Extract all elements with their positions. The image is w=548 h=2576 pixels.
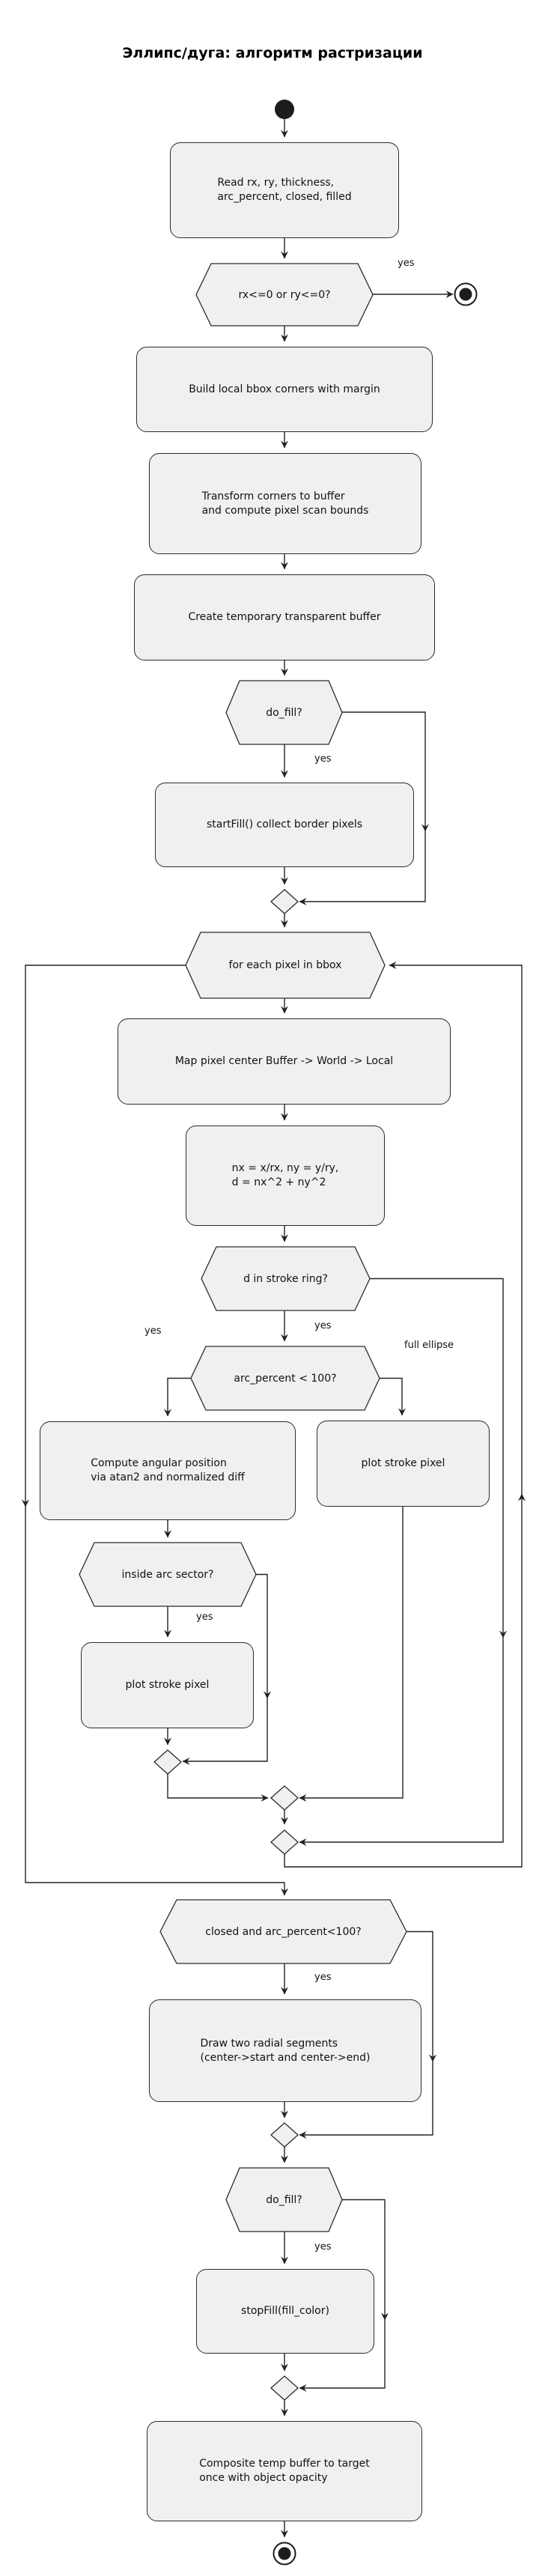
edge-arccheck-fullellipse-to-plot: [380, 1377, 406, 1416]
activity-build-bbox-label: Build local bbox corners with margin: [189, 383, 380, 395]
edge-label-insidearc-yes: yes: [196, 1611, 213, 1623]
decision-do-fill-2: [225, 2167, 343, 2232]
decision-do-fill-1: [225, 680, 343, 745]
decision-inside-arc-label: inside arc sector?: [121, 1568, 214, 1581]
activity-plot-stroke-full-label: plot stroke pixel: [361, 1457, 445, 1469]
decision-radii-check: [195, 263, 374, 326]
decision-inside-arc: [79, 1542, 257, 1607]
edge-insidearc-no-down: [255, 1573, 271, 1699]
activity-plot-stroke-arc: plot stroke pixel: [81, 1642, 254, 1728]
activity-create-buffer-label: Create temporary transparent buffer: [188, 611, 381, 623]
edge-strokering-no-down: [370, 1278, 507, 1638]
edge-dofill1-no-bypass-down: [342, 711, 429, 832]
activity-map-pixel-label: Map pixel center Buffer -> World -> Loca…: [174, 1055, 394, 1067]
merge-diamond-stroke: [270, 1785, 299, 1811]
edge-mergeA-to-merge2: [167, 1774, 269, 1802]
activity-angular-position-label: Compute angular position via atan2 and n…: [91, 1457, 245, 1483]
loop-for-each-pixel: [185, 932, 386, 999]
edge-closedcheck-no-down: [407, 1931, 436, 2062]
end-node-early: [454, 282, 478, 306]
activity-normalize: nx = x/rx, ny = y/ry, d = nx^2 + ny^2: [186, 1126, 385, 1226]
edge-dofill2-no-down: [342, 2199, 389, 2321]
activity-stop-fill-label: stopFill(fill_color): [241, 2305, 329, 2317]
edge-label-closedcheck-yes: yes: [314, 1972, 332, 1983]
end-node-final: [273, 2542, 296, 2566]
activity-transform-corners-label: Transform corners to buffer and compute …: [201, 490, 369, 517]
activity-stop-fill: stopFill(fill_color): [196, 2269, 374, 2354]
diagram-title: Эллипс/дуга: алгоритм растризации: [122, 45, 423, 61]
decision-closed-check: [159, 1899, 407, 1964]
activity-radial-segments: Draw two radial segments (center->start …: [149, 1999, 421, 2102]
edge-loopback-into-loop: [389, 962, 523, 1494]
decision-closed-check-label: closed and arc_percent<100?: [205, 1925, 362, 1938]
decision-radii-check-label: rx<=0 or ry<=0?: [238, 288, 331, 301]
decision-do-fill-2-label: do_fill?: [266, 2193, 302, 2206]
activity-composite-label: Composite temp buffer to target once wit…: [199, 2458, 370, 2484]
activity-map-pixel: Map pixel center Buffer -> World -> Loca…: [118, 1018, 451, 1105]
activity-transform-corners: Transform corners to buffer and compute …: [149, 453, 421, 554]
edge-dofill2-no-into-merge: [299, 2320, 386, 2392]
decision-arc-percent: [190, 1346, 380, 1411]
activity-radial-segments-label: Draw two radial segments (center->start …: [200, 2037, 371, 2064]
activity-plot-stroke-full: plot stroke pixel: [317, 1421, 490, 1507]
edge-plotfull-to-merge2: [299, 1507, 404, 1802]
activity-start-fill: startFill() collect border pixels: [155, 783, 414, 867]
edge-label-radii-yes: yes: [398, 258, 415, 269]
start-node: [275, 100, 294, 119]
edge-insidearc-no-into-merge: [182, 1698, 268, 1765]
decision-stroke-ring: [201, 1246, 371, 1311]
decision-do-fill-1-label: do_fill?: [266, 706, 302, 719]
activity-read-params-label: Read rx, ry, thickness, arc_percent, clo…: [217, 177, 352, 203]
merge-diamond-arc: [153, 1749, 182, 1775]
activity-start-fill-label: startFill() collect border pixels: [206, 818, 363, 830]
activity-plot-stroke-arc-label: plot stroke pixel: [125, 1679, 210, 1691]
edge-label-strokering-yes: yes: [314, 1320, 332, 1331]
activity-build-bbox: Build local bbox corners with margin: [136, 347, 433, 432]
edge-label-dofill1-yes: yes: [314, 753, 332, 765]
merge-diamond-fill: [270, 889, 299, 914]
edge-label-dofill2-yes: yes: [314, 2241, 332, 2253]
edge-label-arccheck-yes: yes: [144, 1325, 162, 1337]
merge-diamond-fill2: [270, 2375, 299, 2401]
merge-diamond-radial: [270, 2122, 299, 2148]
edge-strokering-no-into-merge: [299, 1638, 504, 1846]
decision-arc-percent-label: arc_percent < 100?: [234, 1372, 337, 1385]
edge-loopexit-down: [22, 965, 186, 1507]
activity-angular-position: Compute angular position via atan2 and n…: [40, 1421, 296, 1520]
edge-label-full-ellipse: full ellipse: [404, 1340, 454, 1351]
activity-create-buffer: Create temporary transparent buffer: [134, 574, 435, 660]
merge-diamond-ring: [270, 1829, 299, 1855]
edge-loopback-up: [284, 1493, 526, 1868]
decision-stroke-ring-label: d in stroke ring?: [243, 1272, 328, 1285]
edge-arccheck-yes-to-angular: [164, 1377, 191, 1417]
loop-for-each-pixel-label: for each pixel in bbox: [228, 959, 342, 971]
edge-loopexit-to-closedcheck: [25, 1507, 288, 1896]
activity-composite: Composite temp buffer to target once wit…: [147, 2421, 422, 2521]
edge-dofill1-no-bypass-into-merge: [299, 831, 426, 905]
activity-read-params: Read rx, ry, thickness, arc_percent, clo…: [170, 142, 399, 238]
activity-normalize-label: nx = x/rx, ny = y/ry, d = nx^2 + ny^2: [231, 1162, 339, 1188]
edge-closedcheck-no-into-merge: [299, 2062, 433, 2139]
